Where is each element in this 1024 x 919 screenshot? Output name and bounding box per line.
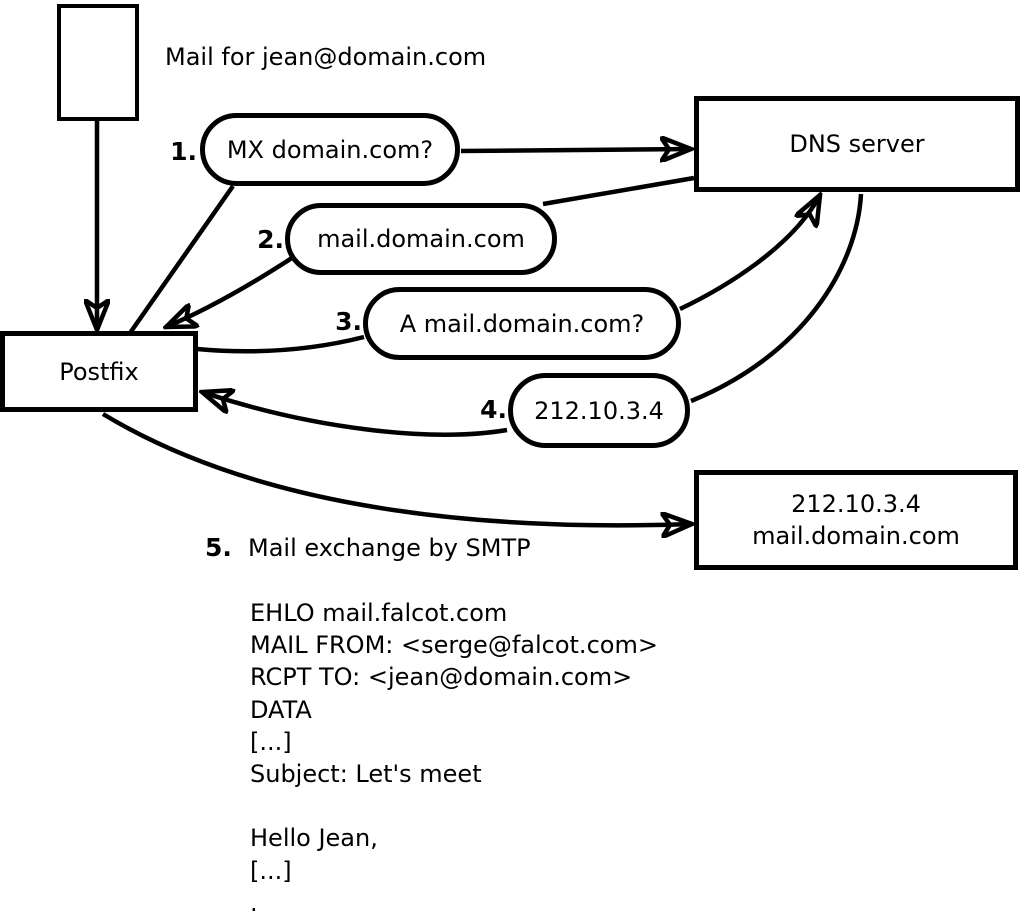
step-number-4: 4. bbox=[480, 395, 507, 424]
arrow-mx-response-to-postfix bbox=[166, 252, 300, 327]
step-5-label: Mail exchange by SMTP bbox=[248, 534, 531, 562]
bubble-step-2-mx-response: mail.domain.com bbox=[285, 203, 557, 275]
mail-server-ip: 212.10.3.4 bbox=[791, 490, 921, 518]
postfix-label: Postfix bbox=[59, 357, 139, 386]
postfix-node: Postfix bbox=[0, 331, 198, 412]
arrow-a-response-to-postfix bbox=[202, 392, 508, 437]
step-number-1: 1. bbox=[170, 137, 197, 166]
bubble-step-1-mx-query: MX domain.com? bbox=[200, 113, 460, 186]
step-number-2: 2. bbox=[257, 225, 284, 254]
bubble-step-4-label: 212.10.3.4 bbox=[534, 396, 664, 425]
arrow-mx-query-to-dns bbox=[460, 149, 691, 151]
bubble-step-1-label: MX domain.com? bbox=[226, 135, 434, 164]
smtp-session-text: EHLO mail.falcot.com MAIL FROM: <serge@f… bbox=[250, 599, 658, 917]
dns-server-node: DNS server bbox=[694, 96, 1020, 192]
dns-server-label: DNS server bbox=[789, 130, 925, 158]
line-dns-to-mx-response bbox=[542, 175, 695, 207]
bubble-step-3-label: A mail.domain.com? bbox=[399, 309, 645, 338]
step-number-3: 3. bbox=[335, 307, 362, 336]
mail-note-label: Mail for jean@domain.com bbox=[165, 43, 487, 71]
mail-server-hostname: mail.domain.com bbox=[752, 522, 960, 550]
line-mx-query-to-postfix bbox=[128, 184, 235, 335]
step-number-5: 5. bbox=[205, 533, 232, 562]
mail-server-node: 212.10.3.4 mail.domain.com bbox=[694, 470, 1018, 570]
arrow-a-query-to-dns bbox=[679, 195, 820, 312]
arrow-postfix-to-mail-server bbox=[101, 412, 692, 525]
bubble-step-3-a-query: A mail.domain.com? bbox=[363, 287, 681, 360]
mail-message-node bbox=[57, 4, 139, 121]
bubble-step-4-a-response: 212.10.3.4 bbox=[508, 373, 690, 448]
bubble-step-2-label: mail.domain.com bbox=[317, 225, 525, 253]
line-postfix-to-a-query bbox=[196, 334, 365, 354]
line-dns-to-a-response bbox=[690, 193, 864, 404]
